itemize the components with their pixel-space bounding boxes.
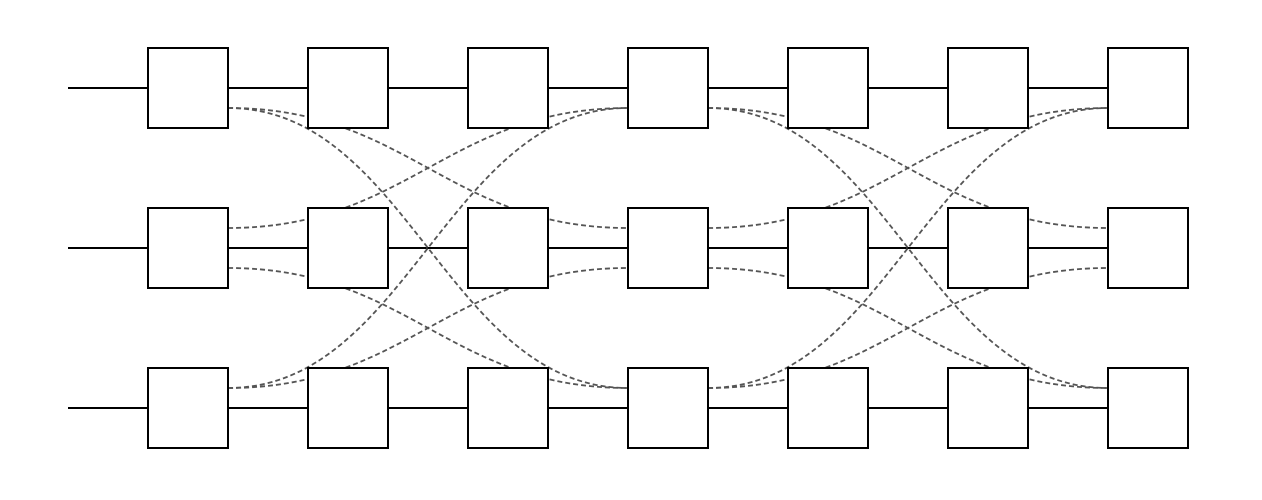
node-r1-c5	[787, 47, 869, 129]
node-r2-c7	[1107, 207, 1189, 289]
node-r2-c2	[307, 207, 389, 289]
dashed-link-3	[227, 107, 629, 229]
dashed-link-11	[707, 107, 1109, 389]
dashed-link-9	[707, 107, 1109, 229]
node-r3-c5	[787, 367, 869, 449]
node-r1-c1	[147, 47, 229, 129]
node-r3-c2	[307, 367, 389, 449]
node-r3-c4	[627, 367, 709, 449]
node-r2-c1	[147, 207, 229, 289]
node-r3-c7	[1107, 367, 1189, 449]
node-r1-c3	[467, 47, 549, 129]
node-r1-c7	[1107, 47, 1189, 129]
node-r3-c6	[947, 367, 1029, 449]
dashed-link-6	[227, 267, 629, 389]
dashed-links	[227, 107, 1109, 389]
node-r3-c1	[147, 367, 229, 449]
node-r2-c3	[467, 207, 549, 289]
node-r3-c3	[467, 367, 549, 449]
node-r1-c4	[627, 47, 709, 129]
dashed-link-12	[707, 267, 1109, 389]
node-r2-c5	[787, 207, 869, 289]
node-r2-c4	[627, 207, 709, 289]
node-r2-c6	[947, 207, 1029, 289]
nodes	[147, 47, 1189, 449]
node-r1-c2	[307, 47, 389, 129]
dashed-link-8	[707, 107, 1109, 389]
node-r1-c6	[947, 47, 1029, 129]
dashed-link-2	[227, 107, 629, 389]
dashed-link-5	[227, 107, 629, 389]
